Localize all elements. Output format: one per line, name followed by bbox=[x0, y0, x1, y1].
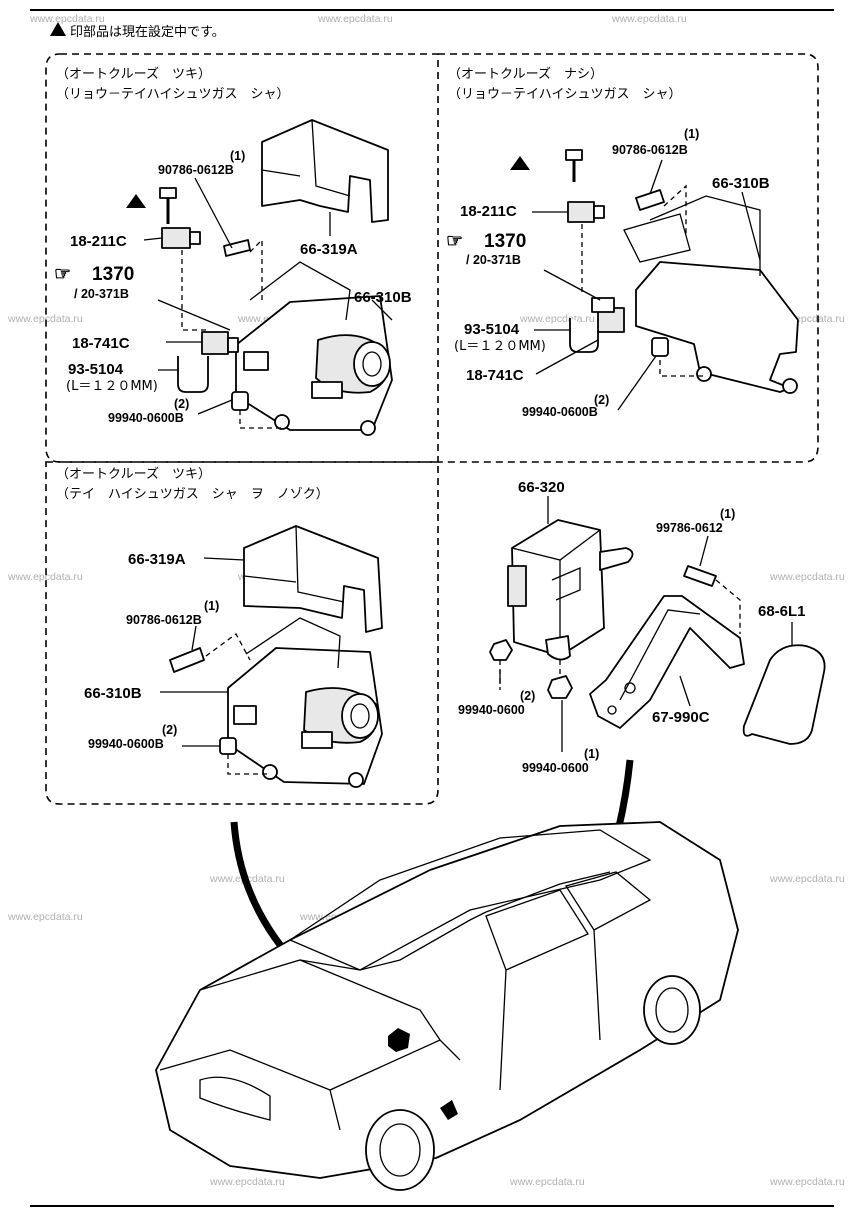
label-ref-sub: / 20-371B bbox=[466, 253, 521, 267]
label-ref-num: 1370 bbox=[484, 231, 526, 252]
linkage-part bbox=[589, 595, 745, 729]
svg-text:www.epcdata.ru: www.epcdata.ru bbox=[769, 1176, 845, 1188]
label-nut2: 99940-0600 bbox=[522, 761, 589, 775]
label-nut1: 99940-0600 bbox=[458, 703, 525, 717]
triangle-marker-icon bbox=[50, 22, 66, 36]
label-sensor: 18-211C bbox=[70, 233, 127, 250]
svg-text:www.epcdata.ru: www.epcdata.ru bbox=[7, 313, 83, 325]
panel-title-2: （テイ ハイシュツガス シャ ヲ ノゾク） bbox=[56, 487, 329, 502]
sensor-part bbox=[161, 227, 191, 249]
label-bracket: 66-310B bbox=[712, 175, 770, 192]
panel-bottom-left-border bbox=[45, 461, 439, 805]
header-note: 印部品は現在設定中です。 bbox=[50, 22, 225, 40]
svg-text:www.epcdata.ru: www.epcdata.ru bbox=[209, 1176, 285, 1188]
triangle-marker-icon bbox=[126, 194, 146, 208]
label-bolt-qty: (1) bbox=[204, 599, 219, 613]
svg-text:www.epcdata.ru: www.epcdata.ru bbox=[509, 1176, 585, 1188]
label-module: 66-320 bbox=[518, 479, 565, 496]
label-sensor: 18-211C bbox=[460, 203, 517, 220]
panel-title-2: （リョウ－テイハイシュツガス シャ） bbox=[56, 87, 289, 102]
panel-bottom-right: 66-320 (1) 99786-0612 68-6L1 (2) 99940-0… bbox=[458, 479, 826, 775]
label-bolt-qty: (1) bbox=[720, 507, 735, 521]
label-bracket: 66-310B bbox=[354, 289, 412, 306]
sensor-part bbox=[567, 201, 595, 223]
label-cover: 66-319A bbox=[128, 551, 186, 568]
pointing-hand-icon: ☞ bbox=[54, 264, 71, 285]
svg-text:www.epcdata.ru: www.epcdata.ru bbox=[769, 873, 845, 885]
label-hose: 93-5104 bbox=[68, 361, 124, 378]
panel-title-1: （オートクルーズ ツキ） bbox=[56, 66, 211, 82]
label-bolt: 99786-0612 bbox=[656, 521, 723, 535]
label-bolt: 90786-0612B bbox=[612, 143, 688, 157]
label-nut: 99940-0600B bbox=[88, 737, 164, 751]
triangle-marker-icon bbox=[510, 156, 530, 170]
svg-text:www.epcdata.ru: www.epcdata.ru bbox=[611, 13, 687, 25]
label-ref-num: 1370 bbox=[92, 264, 134, 285]
label-nut2-qty: (1) bbox=[584, 747, 599, 761]
label-ref-sub: / 20-371B bbox=[74, 287, 129, 301]
panel-top-right: （オートクルーズ ナシ） （リョウ－テイハイシュツガス シャ） bbox=[446, 66, 799, 419]
panel-title-2: （リョウ－テイハイシュツガス シャ） bbox=[448, 87, 681, 102]
label-hose: 93-5104 bbox=[464, 321, 520, 338]
label-nut: 99940-0600B bbox=[108, 411, 184, 425]
header-note-text: 印部品は現在設定中です。 bbox=[70, 24, 225, 40]
svg-text:www.epcdata.ru: www.epcdata.ru bbox=[519, 313, 595, 325]
svg-text:www.epcdata.ru: www.epcdata.ru bbox=[7, 571, 83, 583]
pointing-hand-icon: ☞ bbox=[446, 231, 463, 252]
label-bolt: 90786-0612B bbox=[126, 613, 202, 627]
label-bolt-qty: (1) bbox=[684, 127, 699, 141]
car-illustration bbox=[155, 759, 739, 1191]
label-nut-qty: (2) bbox=[174, 397, 189, 411]
cover-part bbox=[243, 525, 383, 633]
panel-title-1: （オートクルーズ ナシ） bbox=[448, 66, 603, 82]
panel-title-1: （オートクルーズ ツキ） bbox=[56, 466, 211, 482]
label-nut1-qty: (2) bbox=[520, 689, 535, 703]
label-bolt-qty: (1) bbox=[230, 149, 245, 163]
actuator-part bbox=[201, 331, 229, 355]
label-nut-qty: (2) bbox=[162, 723, 177, 737]
label-cover: 66-319A bbox=[300, 241, 358, 258]
panel-bottom-left: （オートクルーズ ツキ） （テイ ハイシュツガス シャ ヲ ノゾク） 66-31… bbox=[56, 466, 383, 788]
panel-top-left: （オートクルーズ ツキ） （リョウ－テイハイシュツガス シャ） bbox=[54, 66, 412, 436]
cover-part bbox=[261, 119, 389, 223]
panel-top-right-border bbox=[438, 53, 819, 463]
label-actuator: 18-741C bbox=[72, 335, 130, 352]
svg-text:www.epcdata.ru: www.epcdata.ru bbox=[7, 911, 83, 923]
label-hose-length: (L＝１２０MM) bbox=[66, 379, 158, 394]
label-bolt: 90786-0612B bbox=[158, 163, 234, 177]
label-bracket: 66-310B bbox=[84, 685, 142, 702]
label-cover: 68-6L1 bbox=[758, 603, 806, 620]
svg-text:www.epcdata.ru: www.epcdata.ru bbox=[769, 571, 845, 583]
label-actuator: 18-741C bbox=[466, 367, 524, 384]
label-hose-length: (L＝１２０MM) bbox=[454, 339, 546, 354]
svg-text:www.epcdata.ru: www.epcdata.ru bbox=[317, 13, 393, 25]
label-nut-qty: (2) bbox=[594, 393, 609, 407]
label-nut: 99940-0600B bbox=[522, 405, 598, 419]
label-link: 67-990C bbox=[652, 709, 710, 726]
trim-cover-part bbox=[742, 644, 826, 745]
svg-text:www.epcdata.ru: www.epcdata.ru bbox=[29, 13, 105, 25]
